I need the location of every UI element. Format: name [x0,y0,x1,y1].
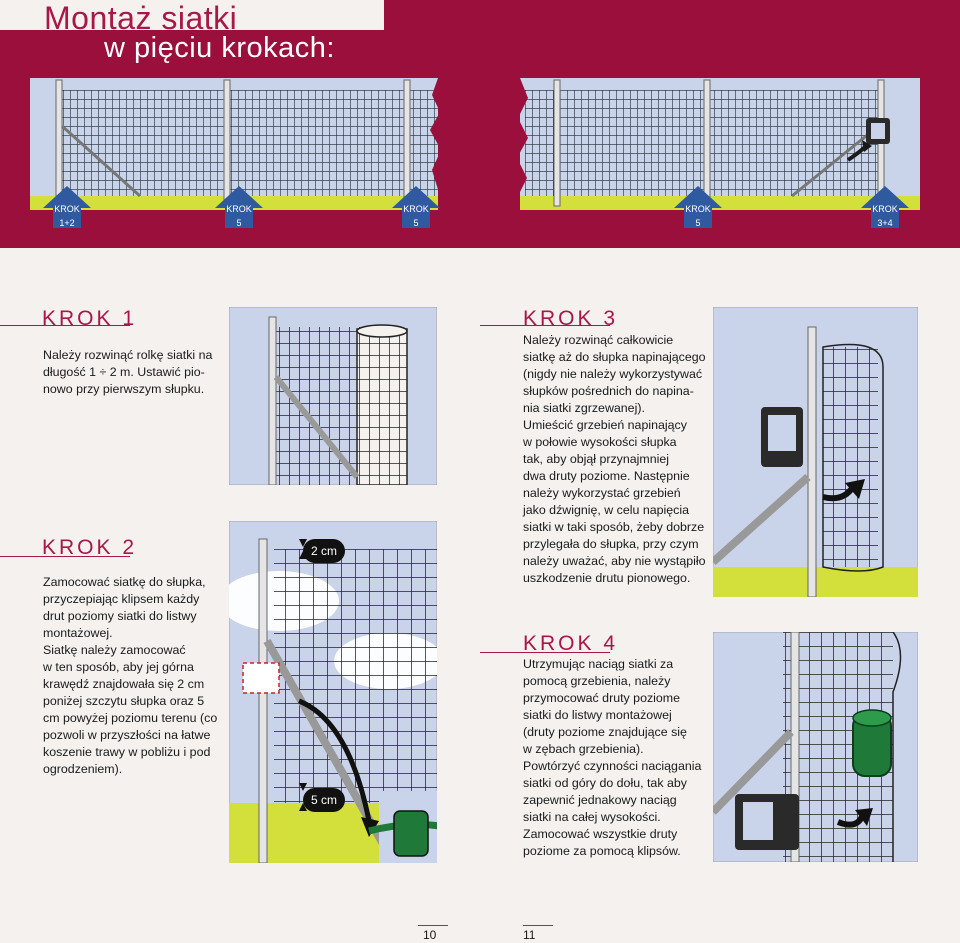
dimension-bottom-label: 5 cm [303,788,345,812]
krok2-illustration [229,521,437,863]
up-arrow-icon [43,186,91,228]
page-right-rule [523,925,553,926]
krok3-rule [480,325,610,326]
page-subtitle: w pięciu krokach: [104,32,335,64]
up-arrow-icon [674,186,722,228]
krok4-illustration [713,632,918,862]
up-arrow-icon [861,186,909,228]
krok2-rule [0,556,130,557]
title-background [0,0,384,30]
krok2-heading: KROK 2 [42,536,138,559]
krok3-text: Należy rozwinąć całkowicie siatkę aż do … [523,333,706,585]
krok4-text: Utrzymując naciąg siatki za pomocą grzeb… [523,657,702,858]
dimension-top-label: 2 cm [303,539,345,563]
banner-fence-illustration [30,78,920,210]
page-title: Montaż siatki [44,0,238,36]
krok4-heading: KROK 4 [523,632,619,655]
up-arrow-icon [215,186,263,228]
page-number-right: 11 [523,928,536,942]
krok1-rule [0,325,130,326]
page-number-left: 10 [423,928,437,942]
krok-arrow-4: KROK 5 [674,186,722,228]
krok-arrow-2: KROK 5 [215,186,263,228]
krok-arrow-3: KROK 5 [392,186,440,228]
krok1-text: Należy rozwinąć rolkę siatki na długość … [43,348,213,396]
krok2-text: Zamocować siatkę do słupka, przyczepiają… [43,575,218,776]
krok4-rule [480,652,610,653]
krok-arrow-1: KROK 1+2 [43,186,91,228]
up-arrow-icon [392,186,440,228]
krok-arrow-5: KROK 3+4 [861,186,909,228]
krok1-heading: KROK 1 [42,307,138,330]
krok3-heading: KROK 3 [523,307,619,330]
krok3-illustration [713,307,918,597]
page-left-rule [418,925,448,926]
krok1-illustration [229,307,437,485]
